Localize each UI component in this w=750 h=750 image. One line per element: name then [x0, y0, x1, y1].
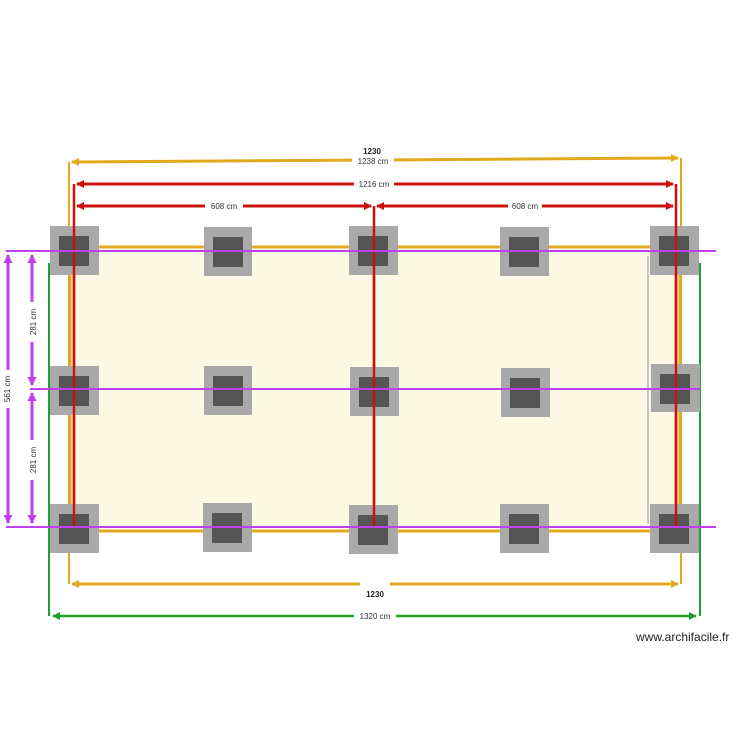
red-axis-overlay [72, 226, 678, 528]
pillar-post [509, 514, 539, 544]
pillar-post [659, 514, 689, 544]
lower-bay-label: 281 cm [29, 447, 38, 474]
left-half-label: 608 cm [211, 202, 238, 211]
top-total-bold-label: 1230 [363, 147, 381, 156]
right-half-label: 608 cm [512, 202, 539, 211]
pillar-grid [50, 226, 700, 554]
inner-total-label: 1216 cm [359, 180, 390, 189]
overall-width-label: 1320 cm [360, 612, 391, 621]
overall-height-label: 561 cm [3, 376, 12, 403]
pillar-post [213, 376, 243, 406]
pillar-post [510, 378, 540, 408]
upper-bay-label: 281 cm [29, 309, 38, 336]
watermark: www.archifacile.fr [636, 630, 730, 644]
top-total-label: 1238 cm [358, 157, 389, 166]
bottom-total-bold-label: 1230 [366, 590, 384, 599]
